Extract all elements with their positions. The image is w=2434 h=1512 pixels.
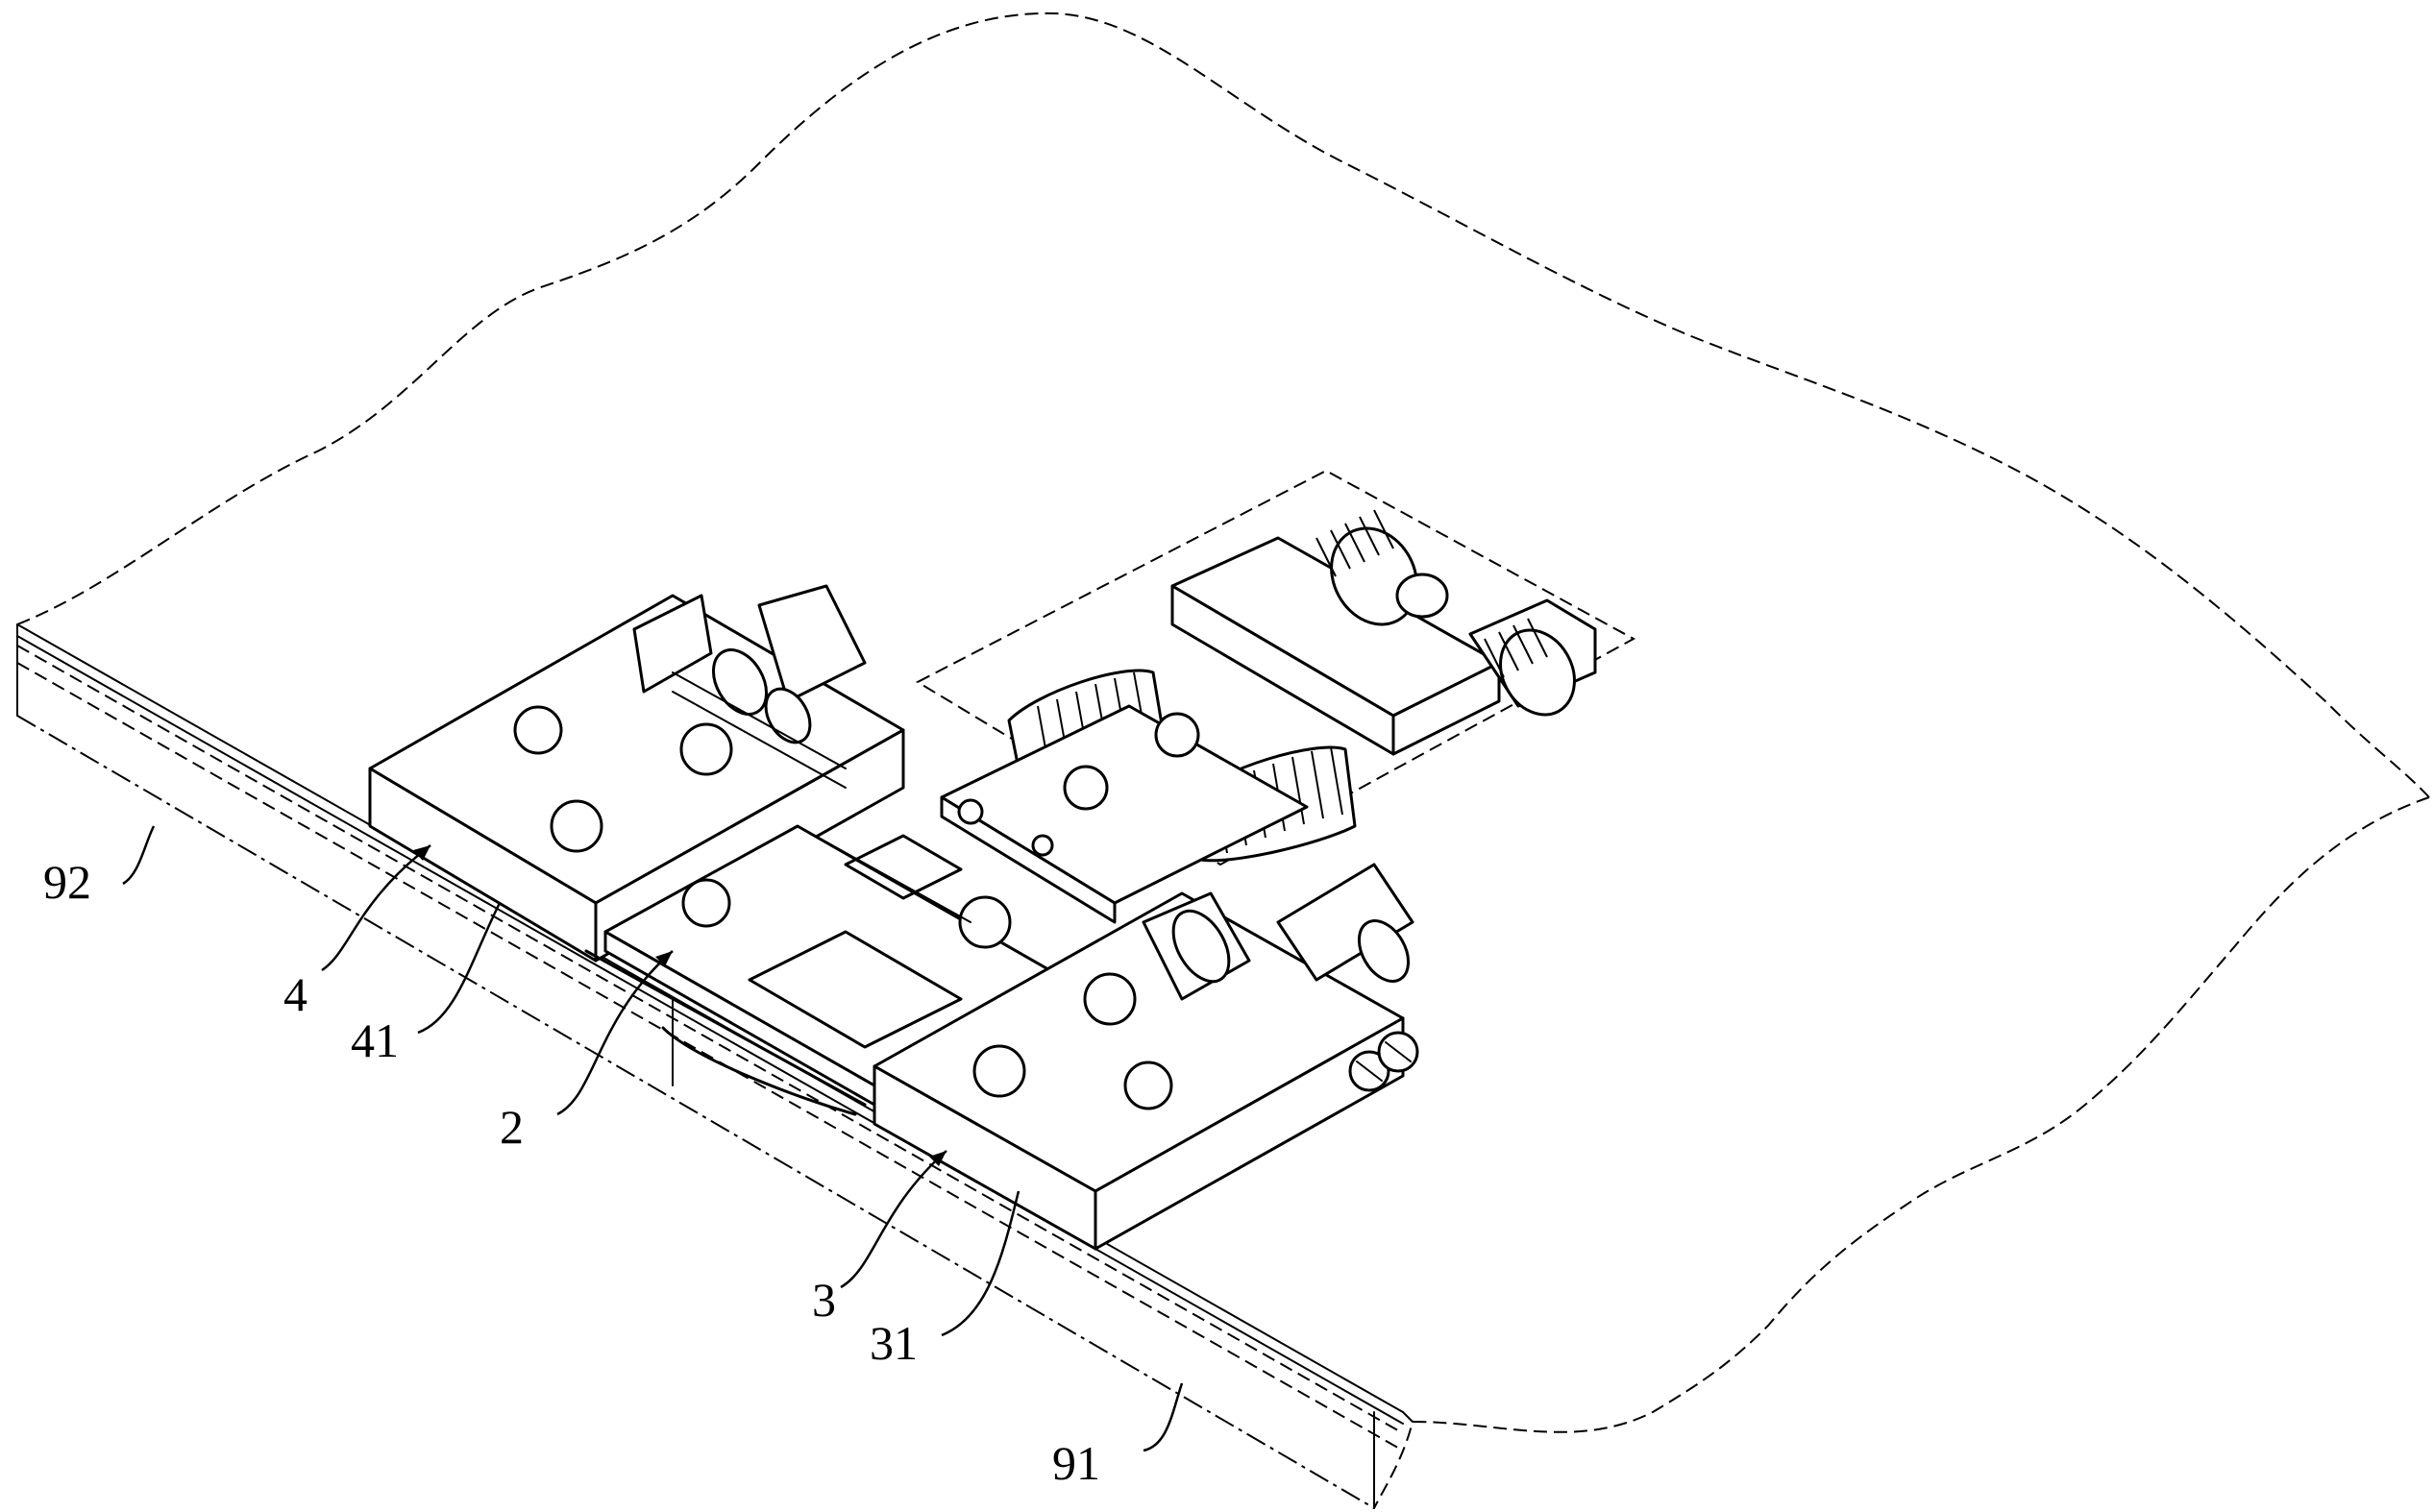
ref-label-2: 2 bbox=[500, 1100, 524, 1154]
ref-label-3: 3 bbox=[812, 1273, 836, 1327]
ref-label-91: 91 bbox=[1052, 1436, 1100, 1490]
link-plate bbox=[942, 706, 1307, 922]
ref-label-31: 31 bbox=[870, 1316, 918, 1370]
ref-label-41: 41 bbox=[351, 1013, 399, 1067]
ref-label-92: 92 bbox=[43, 855, 91, 909]
housing-92-outline bbox=[17, 13, 2429, 797]
ref-label-4: 4 bbox=[283, 967, 307, 1021]
housing-91-right-break bbox=[1374, 797, 2429, 1508]
